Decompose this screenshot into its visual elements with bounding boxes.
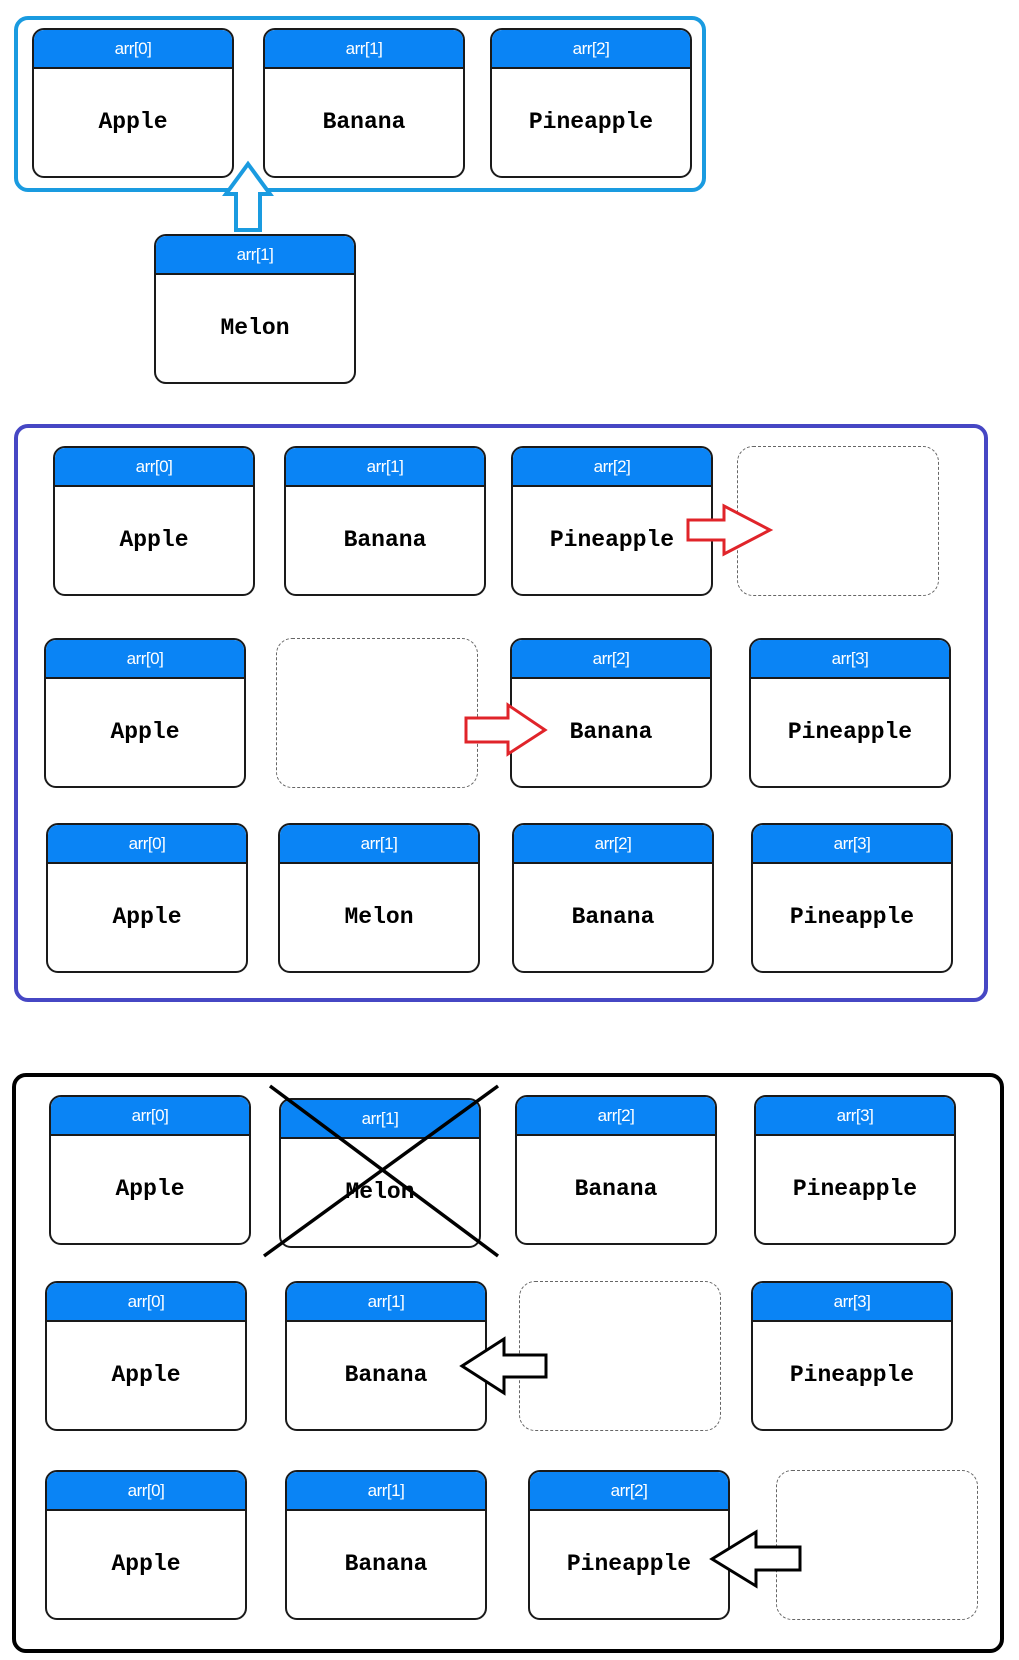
array-cell: arr[1] Melon — [278, 823, 480, 973]
cell-value: Banana — [343, 526, 427, 553]
array-cell: arr[1] Banana — [263, 28, 465, 178]
cell-index: arr[0] — [48, 825, 246, 864]
cell-index: arr[0] — [47, 1472, 245, 1511]
cell-value: Banana — [344, 1550, 428, 1577]
cell-index: arr[2] — [513, 448, 711, 487]
cell-index: arr[0] — [34, 30, 232, 69]
cell-index: arr[1] — [280, 825, 478, 864]
cell-value: Pineapple — [549, 526, 675, 553]
cell-value: Apple — [119, 526, 189, 553]
cell-value: Banana — [569, 718, 653, 745]
cell-value: Apple — [112, 903, 182, 930]
array-cell: arr[2] Pineapple — [528, 1470, 730, 1620]
cell-index: arr[2] — [512, 640, 710, 679]
empty-slot — [776, 1470, 978, 1620]
cell-index: arr[0] — [46, 640, 244, 679]
array-cell: arr[2] Pineapple — [511, 446, 713, 596]
cell-value: Pineapple — [787, 718, 913, 745]
array-cell: arr[1] Banana — [285, 1281, 487, 1431]
cell-value: Apple — [98, 108, 168, 135]
cell-index: arr[0] — [55, 448, 253, 487]
array-cell: arr[0] Apple — [45, 1470, 247, 1620]
cell-index: arr[3] — [751, 640, 949, 679]
array-cell: arr[3] Pineapple — [751, 1281, 953, 1431]
cell-index: arr[1] — [156, 236, 354, 275]
cell-value: Pineapple — [789, 1361, 915, 1388]
cell-value: Banana — [344, 1361, 428, 1388]
arrow-left-icon — [459, 1336, 548, 1396]
new-element-cell: arr[1] Melon — [154, 234, 356, 384]
array-cell: arr[3] Pineapple — [751, 823, 953, 973]
cell-value: Melon — [220, 314, 290, 341]
cell-index: arr[1] — [265, 30, 463, 69]
cell-index: arr[1] — [286, 448, 484, 487]
cell-index: arr[2] — [517, 1097, 715, 1136]
cell-value: Pineapple — [789, 903, 915, 930]
cell-index: arr[3] — [756, 1097, 954, 1136]
cell-index: arr[2] — [492, 30, 690, 69]
cell-index: arr[1] — [287, 1283, 485, 1322]
cell-index: arr[2] — [514, 825, 712, 864]
cell-index: arr[0] — [51, 1097, 249, 1136]
cell-value: Banana — [322, 108, 406, 135]
shift-right-panel — [14, 424, 988, 1002]
deleted-cell: arr[1] Melon — [279, 1098, 481, 1248]
array-cell: arr[1] Banana — [285, 1470, 487, 1620]
cell-index: arr[3] — [753, 1283, 951, 1322]
arrow-up-icon — [222, 160, 274, 232]
cell-index: arr[1] — [287, 1472, 485, 1511]
cross-out-icon — [262, 1084, 500, 1258]
array-cell: arr[0] Apple — [53, 446, 255, 596]
arrow-left-icon — [709, 1529, 802, 1589]
cell-value: Melon — [345, 1178, 415, 1205]
arrow-right-icon — [686, 503, 774, 557]
cell-value: Melon — [344, 903, 414, 930]
cell-value: Pineapple — [792, 1175, 918, 1202]
array-cell: arr[2] Banana — [510, 638, 712, 788]
array-cell: arr[3] Pineapple — [749, 638, 951, 788]
empty-slot — [276, 638, 478, 788]
cell-value: Apple — [110, 718, 180, 745]
array-cell: arr[3] Pineapple — [754, 1095, 956, 1245]
cell-value: Banana — [571, 903, 655, 930]
array-cell: arr[1] Banana — [284, 446, 486, 596]
arrow-right-icon — [464, 702, 548, 757]
array-cell: arr[2] Pineapple — [490, 28, 692, 178]
array-cell: arr[0] Apple — [46, 823, 248, 973]
array-cell: arr[2] Banana — [512, 823, 714, 973]
cell-value: Pineapple — [566, 1550, 692, 1577]
cell-value: Apple — [111, 1361, 181, 1388]
array-cell: arr[0] Apple — [45, 1281, 247, 1431]
array-cell: arr[0] Apple — [32, 28, 234, 178]
cell-value: Apple — [115, 1175, 185, 1202]
cell-value: Apple — [111, 1550, 181, 1577]
cell-index: arr[0] — [47, 1283, 245, 1322]
array-cell: arr[2] Banana — [515, 1095, 717, 1245]
array-cell: arr[0] Apple — [49, 1095, 251, 1245]
cell-index: arr[3] — [753, 825, 951, 864]
cell-value: Banana — [574, 1175, 658, 1202]
insert-panel — [14, 16, 706, 192]
cell-index: arr[2] — [530, 1472, 728, 1511]
cell-value: Pineapple — [528, 108, 654, 135]
array-cell: arr[0] Apple — [44, 638, 246, 788]
shift-left-panel — [12, 1073, 1004, 1653]
